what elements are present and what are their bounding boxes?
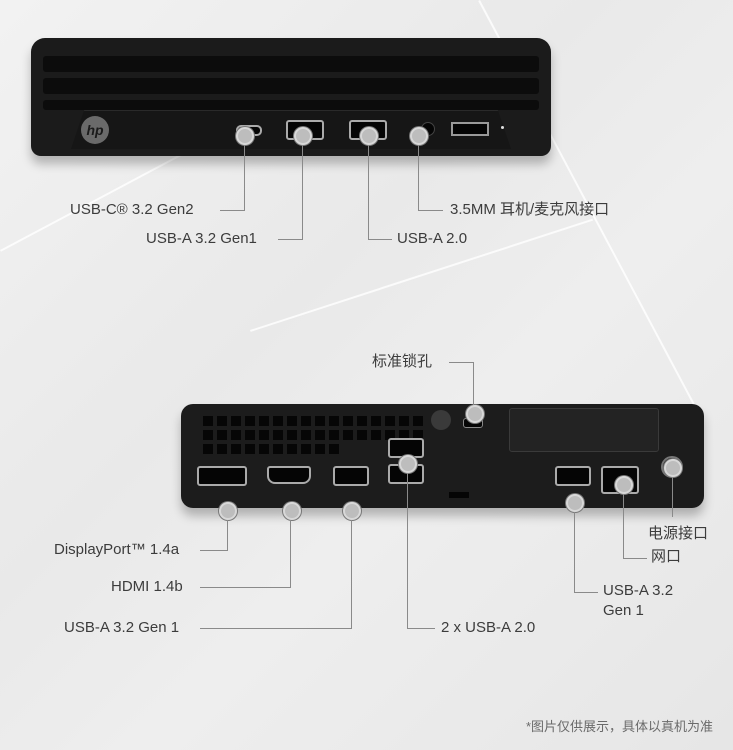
- callout-line: [278, 239, 303, 240]
- callout-dot-usb-a-20: [360, 127, 378, 145]
- callout-line: [407, 628, 435, 629]
- thumbscrew: [431, 410, 451, 430]
- callout-line: [244, 145, 245, 210]
- callout-line: [302, 145, 303, 239]
- callout-dot-audio: [410, 127, 428, 145]
- label-usb-a-gen1-right-line1: USB-A 3.2: [603, 582, 674, 599]
- label-usb-a-20-dual: 2 x USB-A 2.0: [441, 619, 536, 636]
- callout-line: [290, 520, 291, 587]
- callout-dot-power: [664, 459, 682, 477]
- callout-line: [351, 520, 352, 628]
- hp-logo: hp: [81, 116, 109, 144]
- callout-dot-hdmi: [283, 502, 301, 520]
- label-lock-slot: 标准锁孔: [372, 353, 433, 370]
- displayport-port: [197, 466, 247, 486]
- label-network: 网口: [651, 548, 682, 565]
- label-usb-a-gen1: USB-A 3.2 Gen1: [146, 230, 257, 247]
- callout-line: [623, 558, 647, 559]
- callout-line: [200, 628, 352, 629]
- vent-slot: [43, 100, 539, 110]
- power-led: [501, 126, 504, 129]
- callout-dot-displayport: [219, 502, 237, 520]
- label-usb-c: USB-C® 3.2 Gen2: [70, 201, 194, 218]
- front-view-device: hp: [31, 38, 551, 156]
- callout-line: [574, 592, 598, 593]
- callout-dot-network: [615, 476, 633, 494]
- callout-line: [574, 512, 575, 592]
- callout-dot-usb-a-20-dual: [399, 455, 417, 473]
- callout-line: [418, 210, 443, 211]
- callout-dot-lock: [466, 405, 484, 423]
- rear-vent-grill: [203, 416, 423, 454]
- usb-a-3-2-port-rear-right: [555, 466, 591, 486]
- expansion-cover: [509, 408, 659, 452]
- callout-line: [418, 145, 419, 210]
- label-usb-a-gen1-left: USB-A 3.2 Gen 1: [64, 619, 180, 636]
- hdmi-port: [267, 466, 311, 484]
- callout-dot-usb-c: [236, 127, 254, 145]
- security-slot: [449, 492, 469, 498]
- label-power: 电源接口: [648, 525, 709, 542]
- vent-slot: [43, 56, 539, 72]
- callout-line: [623, 494, 624, 558]
- callout-line: [200, 550, 228, 551]
- usb-a-3-2-port-rear: [333, 466, 369, 486]
- callout-line: [368, 145, 369, 239]
- callout-line: [368, 239, 392, 240]
- callout-line: [473, 362, 474, 405]
- callout-line: [449, 362, 474, 363]
- callout-line: [407, 473, 408, 628]
- callout-dot-usb-a-gen1: [294, 127, 312, 145]
- label-displayport: DisplayPort™ 1.4a: [54, 541, 180, 558]
- callout-line: [672, 477, 673, 517]
- label-usb-a-gen1-right-line2: Gen 1: [603, 602, 644, 619]
- label-usb-a-20: USB-A 2.0: [397, 230, 468, 247]
- callout-line: [227, 520, 228, 550]
- footnote: *图片仅供展示，具体以真机为准: [525, 719, 713, 734]
- callout-dot-usb-a-gen1-left: [343, 502, 361, 520]
- label-audio-jack: 3.5MM 耳机/麦克风接口: [450, 201, 610, 218]
- power-button: [451, 122, 489, 136]
- callout-dot-usb-a-gen1-right: [566, 494, 584, 512]
- callout-line: [200, 587, 291, 588]
- vent-slot: [43, 78, 539, 94]
- label-hdmi: HDMI 1.4b: [111, 578, 183, 595]
- callout-line: [220, 210, 245, 211]
